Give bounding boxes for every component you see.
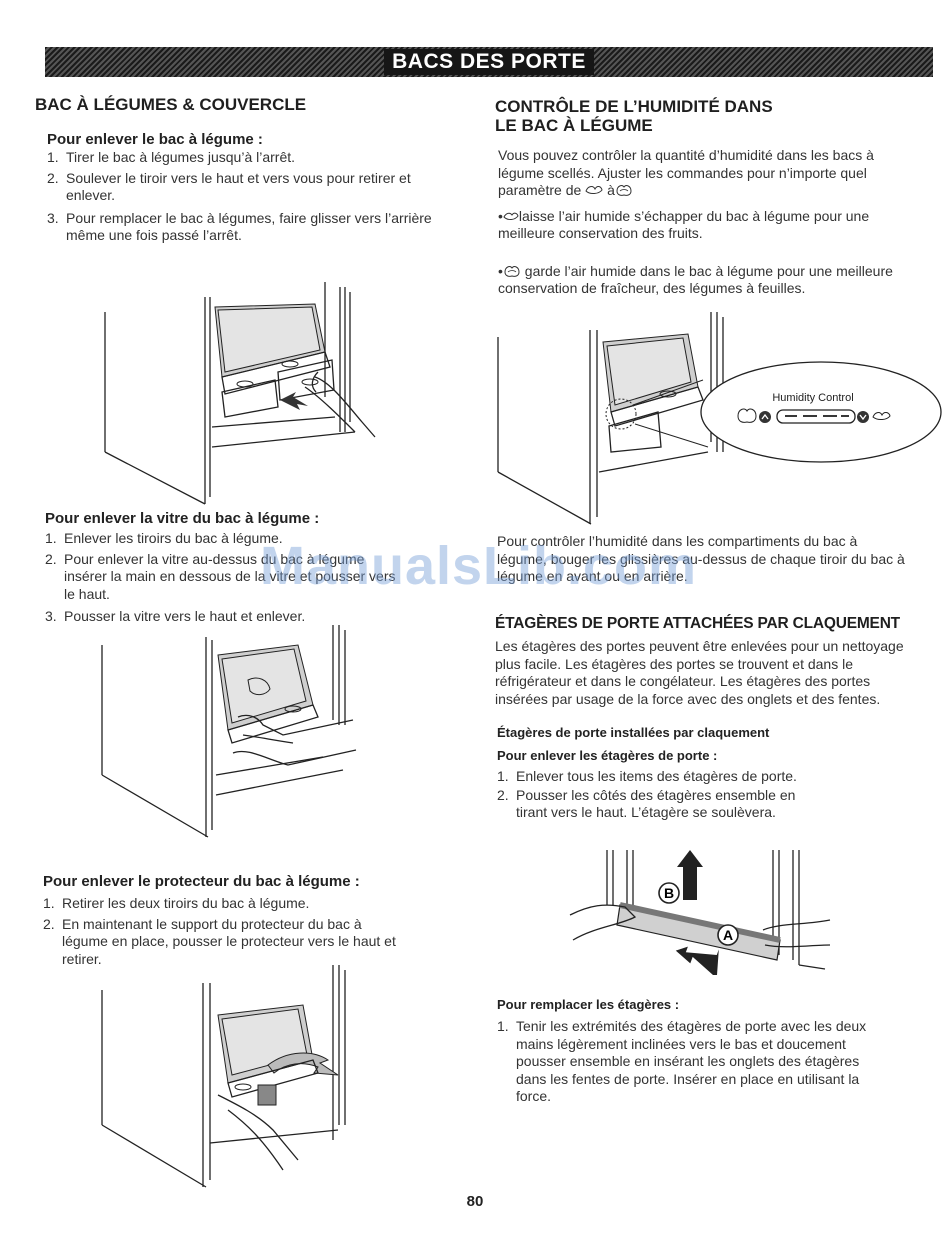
- shelves-intro: Les étagères des portes peuvent être enl…: [495, 638, 904, 707]
- right-replace: Pour remplacer les étagères : 1.Tenir le…: [497, 997, 917, 1111]
- right-shelves: ÉTAGÈRES DE PORTE ATTACHÉES PAR CLAQUEME…: [495, 614, 925, 827]
- left-column: BAC À LÉGUMES & COUVERCLE Pour enlever l…: [35, 95, 445, 250]
- chevron-right-icon: [857, 411, 869, 423]
- list-remove-crisper: 1.Tirer le bac à légumes jusqu’à l’arrêt…: [47, 149, 442, 245]
- leaf-outline-icon: [585, 186, 603, 194]
- leaf-outline-icon: [503, 212, 519, 220]
- subtitle-snap-shelves: Étagères de porte installées par claquem…: [497, 725, 770, 740]
- figure-remove-protector: [101, 965, 346, 1188]
- lettuce-icon: [504, 265, 520, 277]
- left-sub2: Pour enlever la vitre du bac à légume : …: [45, 510, 445, 631]
- list-item: 2.Soulever le tiroir vers le haut et ver…: [47, 169, 411, 204]
- right-column: CONTRÔLE DE L’HUMIDITÉ DANS LE BAC À LÉG…: [495, 97, 915, 298]
- subtitle-remove-glass: Pour enlever la vitre du bac à légume :: [45, 510, 320, 527]
- list-item: 1.Tenir les extrémités des étagères de p…: [497, 1018, 867, 1104]
- list-replace-shelves: 1.Tenir les extrémités des étagères de p…: [497, 1018, 892, 1106]
- section-title-humidity-line1: CONTRÔLE DE L’HUMIDITÉ DANS: [495, 97, 773, 116]
- humidity-control-label: Humidity Control: [772, 392, 853, 404]
- arrow-left-icon: [675, 946, 719, 975]
- humidity-bullet-fruit: •laisse l’air humide s’échapper du bac à…: [498, 207, 870, 242]
- list-item: 1.Enlever tous les items des étagères de…: [497, 768, 797, 784]
- lettuce-icon: [737, 408, 757, 423]
- list-item: 3.Pour remplacer le bac à légumes, faire…: [47, 209, 432, 244]
- right-after-figure: Pour contrôler l’humidité dans les compa…: [497, 533, 917, 586]
- left-sub3: Pour enlever le protecteur du bac à légu…: [43, 873, 443, 973]
- page-number: 80: [466, 1193, 484, 1210]
- subtitle-remove-crisper: Pour enlever le bac à légume :: [47, 131, 263, 148]
- chevron-left-icon: [759, 411, 771, 423]
- list-item: 1.Tirer le bac à légumes jusqu’à l’arrêt…: [47, 149, 296, 165]
- humidity-intro: Vous pouvez contrôler la quantité d’humi…: [498, 147, 874, 198]
- section-title-crisper: BAC À LÉGUMES & COUVERCLE: [35, 95, 307, 114]
- list-remove-glass: 1.Enlever les tiroirs du bac à légume. 2…: [45, 530, 405, 626]
- subtitle-remove-shelves: Pour enlever les étagères de porte :: [497, 748, 718, 763]
- section-title-shelves: ÉTAGÈRES DE PORTE ATTACHÉES PAR CLAQUEME…: [495, 615, 900, 632]
- list-item: 2.En maintenant le support du protecteur…: [43, 915, 396, 967]
- subtitle-remove-protector: Pour enlever le protecteur du bac à légu…: [43, 873, 360, 890]
- lettuce-icon: [616, 185, 632, 196]
- section-banner: BACS DES PORTE: [45, 47, 933, 77]
- figure-humidity-control: Humidity Control: [497, 312, 942, 525]
- figure-remove-crisper: [104, 282, 376, 505]
- list-remove-shelves: 1.Enlever tous les items des étagères de…: [497, 768, 827, 822]
- section-title-humidity-line2: LE BAC À LÉGUME: [495, 116, 653, 135]
- list-item: 1.Retirer les deux tiroirs du bac à légu…: [43, 895, 310, 911]
- subtitle-replace-shelves: Pour remplacer les étagères :: [497, 997, 680, 1012]
- list-remove-protector: 1.Retirer les deux tiroirs du bac à légu…: [43, 895, 398, 968]
- figure-remove-glass: [101, 625, 357, 838]
- banner-title: BACS DES PORTE: [384, 49, 594, 75]
- list-item: 1.Enlever les tiroirs du bac à légume.: [45, 530, 283, 546]
- list-item: 3.Pousser la vitre vers le haut et enlev…: [45, 608, 306, 624]
- arrow-up-icon: [677, 850, 703, 900]
- humidity-after-figure: Pour contrôler l’humidité dans les compa…: [497, 533, 905, 584]
- list-item: 2.Pour enlever la vitre au-dessus du bac…: [45, 550, 396, 602]
- list-item: 2.Pousser les côtés des étagères ensembl…: [497, 786, 796, 821]
- humidity-bullet-vegetable: • garde l’air humide dans le bac à légum…: [498, 262, 893, 297]
- label-b: B: [664, 885, 674, 901]
- figure-door-shelf: B A: [569, 850, 831, 975]
- label-a: A: [723, 927, 733, 943]
- leaf-outline-icon: [872, 412, 891, 420]
